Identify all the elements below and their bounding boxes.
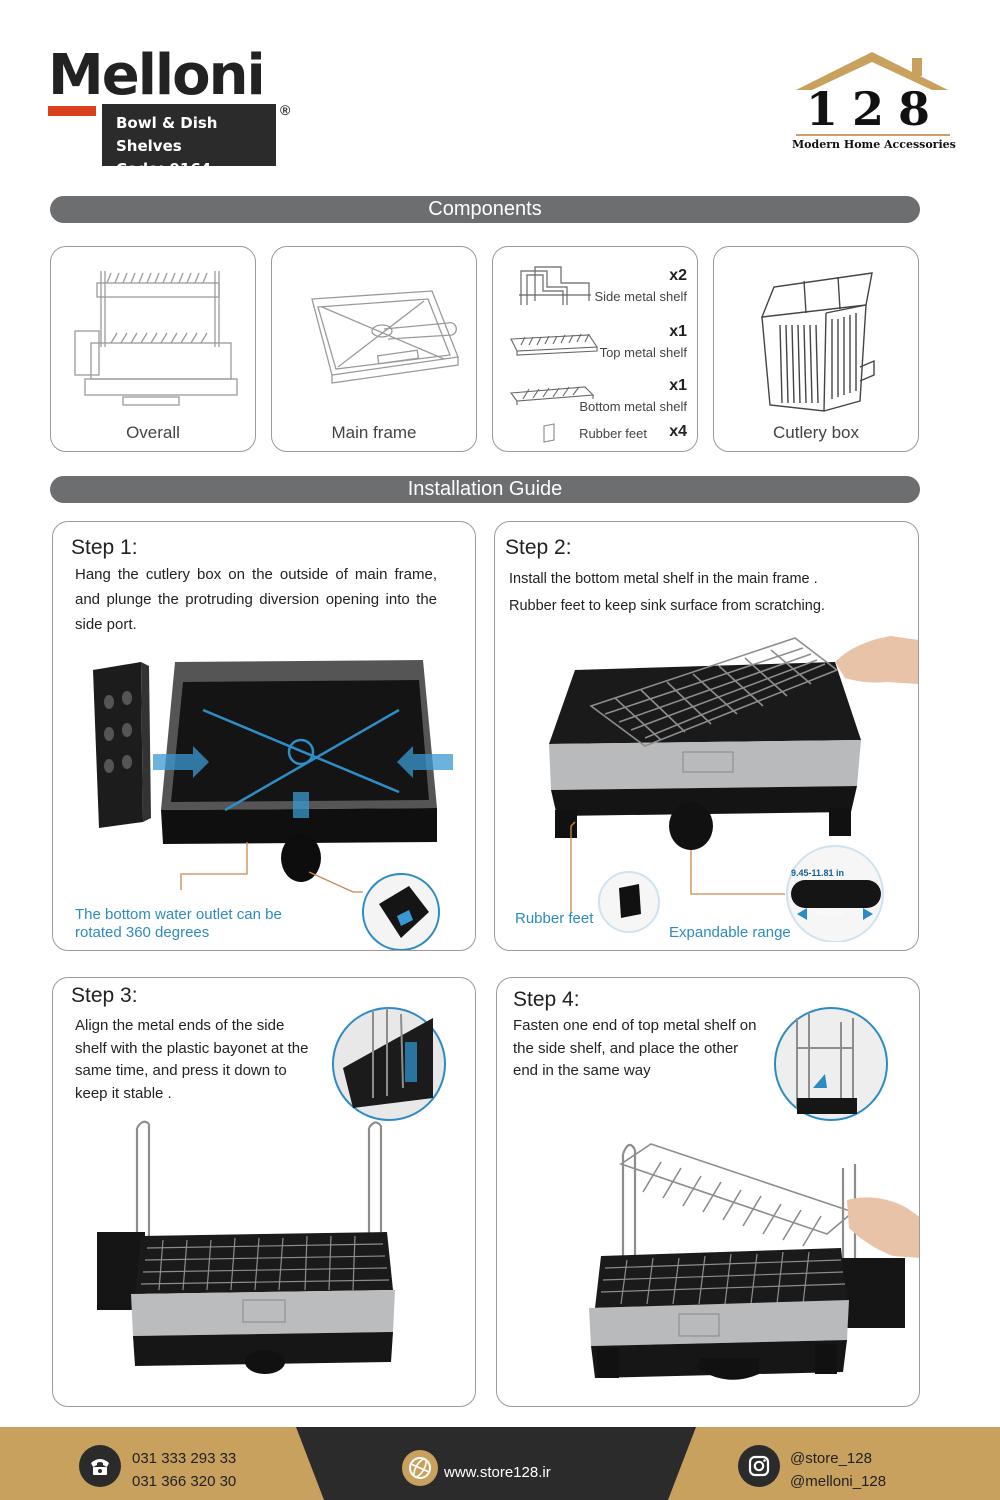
components-heading: Components [50,196,920,223]
range-label: 9.45-11.81 in [791,868,845,878]
step-description: Hang the cutlery box on the outside of m… [75,566,437,633]
step-description: Install the bottom metal shelf in the ma… [509,566,909,620]
side-shelf-icon [519,266,591,305]
step-2-card: Step 2: Install the bottom metal shelf i… [494,521,919,951]
rubber-foot-icon [543,423,555,443]
product-info-box: Bowl & Dish Shelves Code: 9164 [102,104,276,178]
globe-icon [402,1450,438,1486]
step-description: Fasten one end of top metal shelf on the… [513,1017,757,1079]
step-title: Step 3: [71,984,138,1007]
callout-line: rotated 360 degrees [75,924,210,941]
phone-number[interactable]: 031 366 320 30 [132,1473,237,1490]
footer: 031 333 293 33 031 366 320 30 www.store1… [0,1427,1000,1500]
registered-mark: ® [280,102,291,118]
component-label: Overall [126,423,180,442]
part-row-top-shelf: x1 Top metal shelf [493,321,697,371]
phone-number[interactable]: 031 333 293 33 [132,1450,237,1467]
part-qty: x4 [669,423,687,440]
part-qty: x1 [669,323,687,340]
product-name: Bowl & Dish Shelves [116,114,218,155]
bottom-shelf-icon [509,386,595,405]
instagram-handle[interactable]: @melloni_128 [790,1473,887,1490]
website-link[interactable]: www.store128.ir [444,1464,551,1481]
component-label: Main frame [331,423,417,442]
step-1-illustration [93,660,453,950]
callout-line: The bottom water outlet can be [75,906,282,923]
part-qty: x1 [669,377,687,394]
footer-center-panel [296,1427,696,1500]
phone-numbers: 031 333 293 33 031 366 320 30 [132,1447,236,1493]
tray-outline-illustration [311,290,459,384]
store-tagline: Modern Home Accessories [792,138,956,151]
component-card-overall: Overall [50,246,256,452]
logo-divider [796,134,950,136]
instagram-icon [738,1445,780,1487]
callout-expandable-range: Expandable range [669,924,791,941]
part-name: Top metal shelf [599,345,687,360]
cutlery-box-illustration [760,272,875,412]
store-logo: 128 Modern Home Accessories [792,48,956,158]
brand-name: Melloni [48,43,266,108]
brand-accent-bar [48,106,96,116]
step-line: Install the bottom metal shelf in the ma… [509,571,818,587]
rack-outline-illustration [74,271,238,406]
step-1-callout: The bottom water outlet can be rotated 3… [75,906,282,942]
top-shelf-icon [510,333,598,356]
callout-rubber-feet: Rubber feet [515,910,594,927]
store-number: 128 [805,82,945,136]
step-title: Step 2: [505,536,572,559]
telescopic-label: Telescopic [815,911,844,917]
product-code: Code: 9164 [116,160,212,178]
part-name: Bottom metal shelf [579,399,687,414]
part-row-side-shelf: x2 Side metal shelf [493,265,697,315]
component-card-parts: x2 Side metal shelf x1 Top metal shelf x… [492,246,698,452]
part-name: Rubber feet [579,426,647,441]
component-card-main-frame: Main frame [271,246,477,452]
step-1-card: Step 1: Hang the cutlery box on the outs… [52,521,476,951]
installation-heading: Installation Guide [50,476,920,503]
step-4-illustration [589,1007,919,1380]
instagram-handles: @store_128 @melloni_128 [790,1447,886,1493]
brand-logo: Melloni Bowl & Dish Shelves Code: 9164 ® [48,43,308,178]
step-description: Align the metal ends of the side shelf w… [75,1017,309,1102]
step-title: Step 1: [71,536,138,559]
component-card-cutlery-box: Cutlery box [713,246,919,452]
step-3-illustration [97,1007,446,1374]
step-3-card: Step 3: Align the metal ends of the side… [52,977,476,1407]
part-row-rubber-feet: Rubber feet x4 [493,423,697,447]
roof-icon [796,52,948,90]
instagram-handle[interactable]: @store_128 [790,1450,872,1467]
step-title: Step 4: [513,988,580,1011]
component-label: Cutlery box [773,423,859,442]
part-qty: x2 [669,267,687,284]
step-line: Rubber feet to keep sink surface from sc… [509,598,825,614]
phone-icon [79,1445,121,1487]
step-4-card: Step 4: Fasten one end of top metal shel… [496,977,920,1407]
step-2-illustration [549,636,918,942]
part-name: Side metal shelf [594,289,688,304]
part-row-bottom-shelf: x1 Bottom metal shelf [493,375,697,425]
